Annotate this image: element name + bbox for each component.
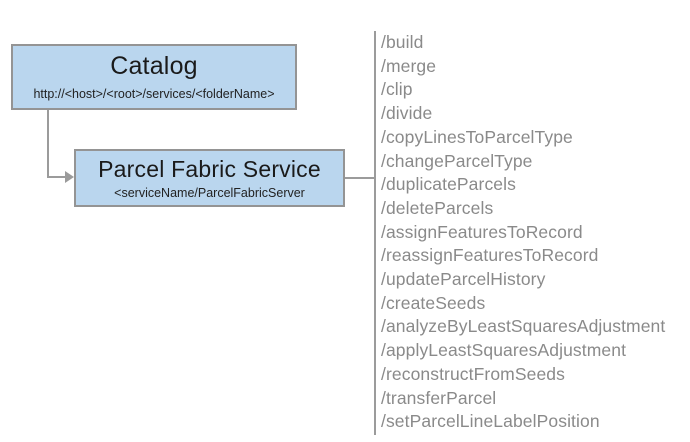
node-parcel-fabric-service[interactable]: Parcel Fabric Service <serviceName/Parce… <box>74 149 345 207</box>
operation-item[interactable]: /copyLinesToParcelType <box>381 126 573 147</box>
operations-divider <box>374 31 376 435</box>
operations-list: /build/merge/clip/divide/copyLinesToParc… <box>381 31 681 434</box>
operation-item[interactable]: /changeParcelType <box>381 150 533 171</box>
operation-item[interactable]: /deleteParcels <box>381 197 494 218</box>
connector-catalog-to-service-vertical <box>47 110 49 178</box>
operation-item[interactable]: /reassignFeaturesToRecord <box>381 245 599 266</box>
node-catalog[interactable]: Catalog http://<host>/<root>/services/<f… <box>11 44 297 110</box>
operation-item[interactable]: /divide <box>381 103 433 124</box>
node-parcel-fabric-service-title: Parcel Fabric Service <box>98 155 321 182</box>
operation-item[interactable]: /reconstructFromSeeds <box>381 363 565 384</box>
node-parcel-fabric-service-path: <serviceName/ParcelFabricServer <box>114 186 305 201</box>
operation-item[interactable]: /applyLeastSquaresAdjustment <box>381 340 627 361</box>
arrow-right-icon <box>65 171 74 183</box>
connector-service-to-operations <box>345 177 375 179</box>
operation-item[interactable]: /transferParcel <box>381 387 497 408</box>
operation-item[interactable]: /clip <box>381 79 413 100</box>
operation-item[interactable]: /assignFeaturesToRecord <box>381 221 583 242</box>
operation-item[interactable]: /updateParcelHistory <box>381 269 546 290</box>
operation-item[interactable]: /merge <box>381 55 437 76</box>
node-catalog-title: Catalog <box>110 51 198 80</box>
connector-catalog-to-service-horizontal <box>47 176 67 178</box>
operation-item[interactable]: /duplicateParcels <box>381 174 516 195</box>
operation-item[interactable]: /build <box>381 32 424 52</box>
node-catalog-url: http://<host>/<root>/services/<folderNam… <box>33 87 275 102</box>
operation-item[interactable]: /createSeeds <box>381 292 486 313</box>
operation-item[interactable]: /setParcelLineLabelPosition <box>381 411 600 432</box>
operation-item[interactable]: /analyzeByLeastSquaresAdjustment <box>381 316 666 337</box>
